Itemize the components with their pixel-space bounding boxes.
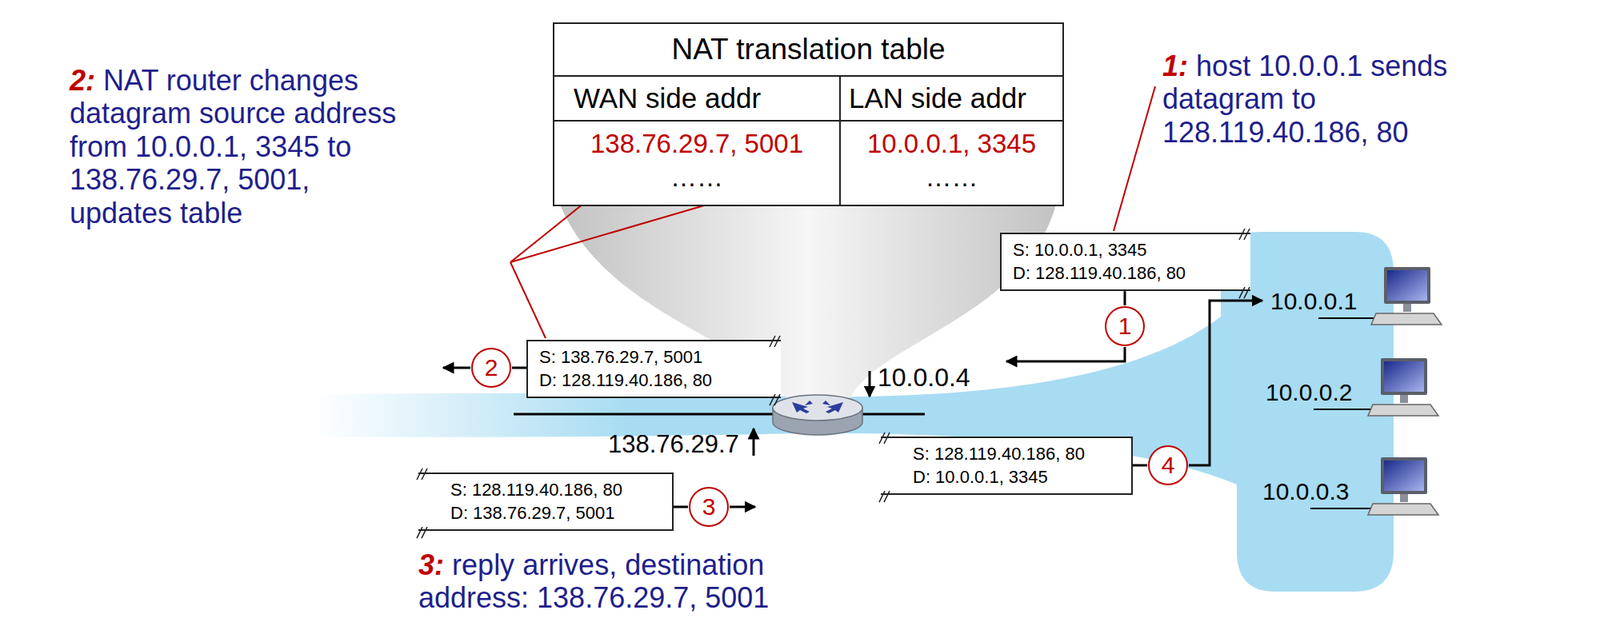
packet-field: S: 10.0.0.1, 3345 [1012,239,1232,263]
connector-line [512,367,527,370]
callout-circle: 4 [1147,444,1189,487]
break-mark [415,468,432,540]
step-number: 3: [418,548,444,582]
packet-field: S: 128.119.40.186, 80 [450,479,661,503]
packet-field: D: 138.76.29.7, 5001 [450,502,661,526]
text-block: 10.0.0.4 [877,363,971,393]
callout-circle: 2 [470,347,512,389]
text-block: 1:host 10.0.0.1 sends datagram to 128.11… [1162,49,1515,149]
host-address: 10.0.0.1 [1270,288,1357,315]
host-address: 10.0.0.2 [1265,379,1352,406]
callout-number: 4 [1161,453,1176,478]
table-title: NAT translation table [554,24,1063,77]
step-text: reply arrives, destination address: 138.… [418,548,769,615]
break-mark [877,432,894,504]
packet-field: S: 138.76.29.7, 5001 [539,346,762,370]
break-mark [768,335,784,407]
step-text: host 10.0.0.1 sends datagram to 128.119.… [1162,49,1448,149]
callout-circle: 3 [688,486,730,528]
packet-field: D: 10.0.0.1, 3345 [912,466,1120,490]
packet-box: S: 138.76.29.7, 5001D: 128.119.40.186, 8… [526,340,781,399]
packet-field: D: 128.119.40.186, 80 [1012,262,1232,286]
table-cell: 10.0.0.1, 3345 [840,121,1063,162]
table-header: WAN side addr [554,76,841,122]
connector-line [1132,464,1148,468]
text-block: 10.0.0.2 [1265,379,1352,408]
connector-line [673,506,688,509]
host-address: 10.0.0.3 [1262,478,1349,505]
packet-field: S: 128.119.40.186, 80 [912,443,1120,467]
table-header: LAN side addr [840,76,1063,122]
nat-table: NAT translation tableWAN side addrLAN si… [552,22,1064,207]
packet-field: D: 128.119.40.186, 80 [539,369,762,393]
packet-box: S: 10.0.0.1, 3345D: 128.119.40.186, 80 [1000,232,1251,292]
step-number: 1: [1162,49,1188,83]
connector-line [1124,291,1127,306]
packet-box: S: 128.119.40.186, 80D: 138.76.29.7, 500… [418,472,674,532]
interface-address: 10.0.0.4 [877,363,971,392]
text-block: 10.0.0.3 [1262,478,1349,507]
interface-address: 138.76.29.7 [608,430,740,459]
table-cell: …… [554,161,841,205]
text-block: 10.0.0.1 [1270,288,1357,316]
callout-number: 1 [1118,314,1132,339]
table-cell: …… [840,161,1063,205]
text-block: 138.76.29.7 [608,430,740,460]
callout-circle: 1 [1104,305,1146,348]
router-link [513,413,925,416]
step-number: 2: [69,64,96,97]
router-icon [772,395,863,436]
step-text: NAT router changes datagram source addre… [69,64,396,230]
table-cell: 138.76.29.7, 5001 [554,121,841,162]
text-block: 2:NAT router changes datagram source add… [69,64,406,230]
text-block: 3:reply arrives, destination address: 13… [418,548,795,616]
callout-number: 2 [484,356,499,380]
packet-box: S: 128.119.40.186, 80D: 10.0.0.1, 3345 [880,436,1133,496]
break-mark [1237,228,1254,300]
callout-number: 3 [702,495,716,520]
